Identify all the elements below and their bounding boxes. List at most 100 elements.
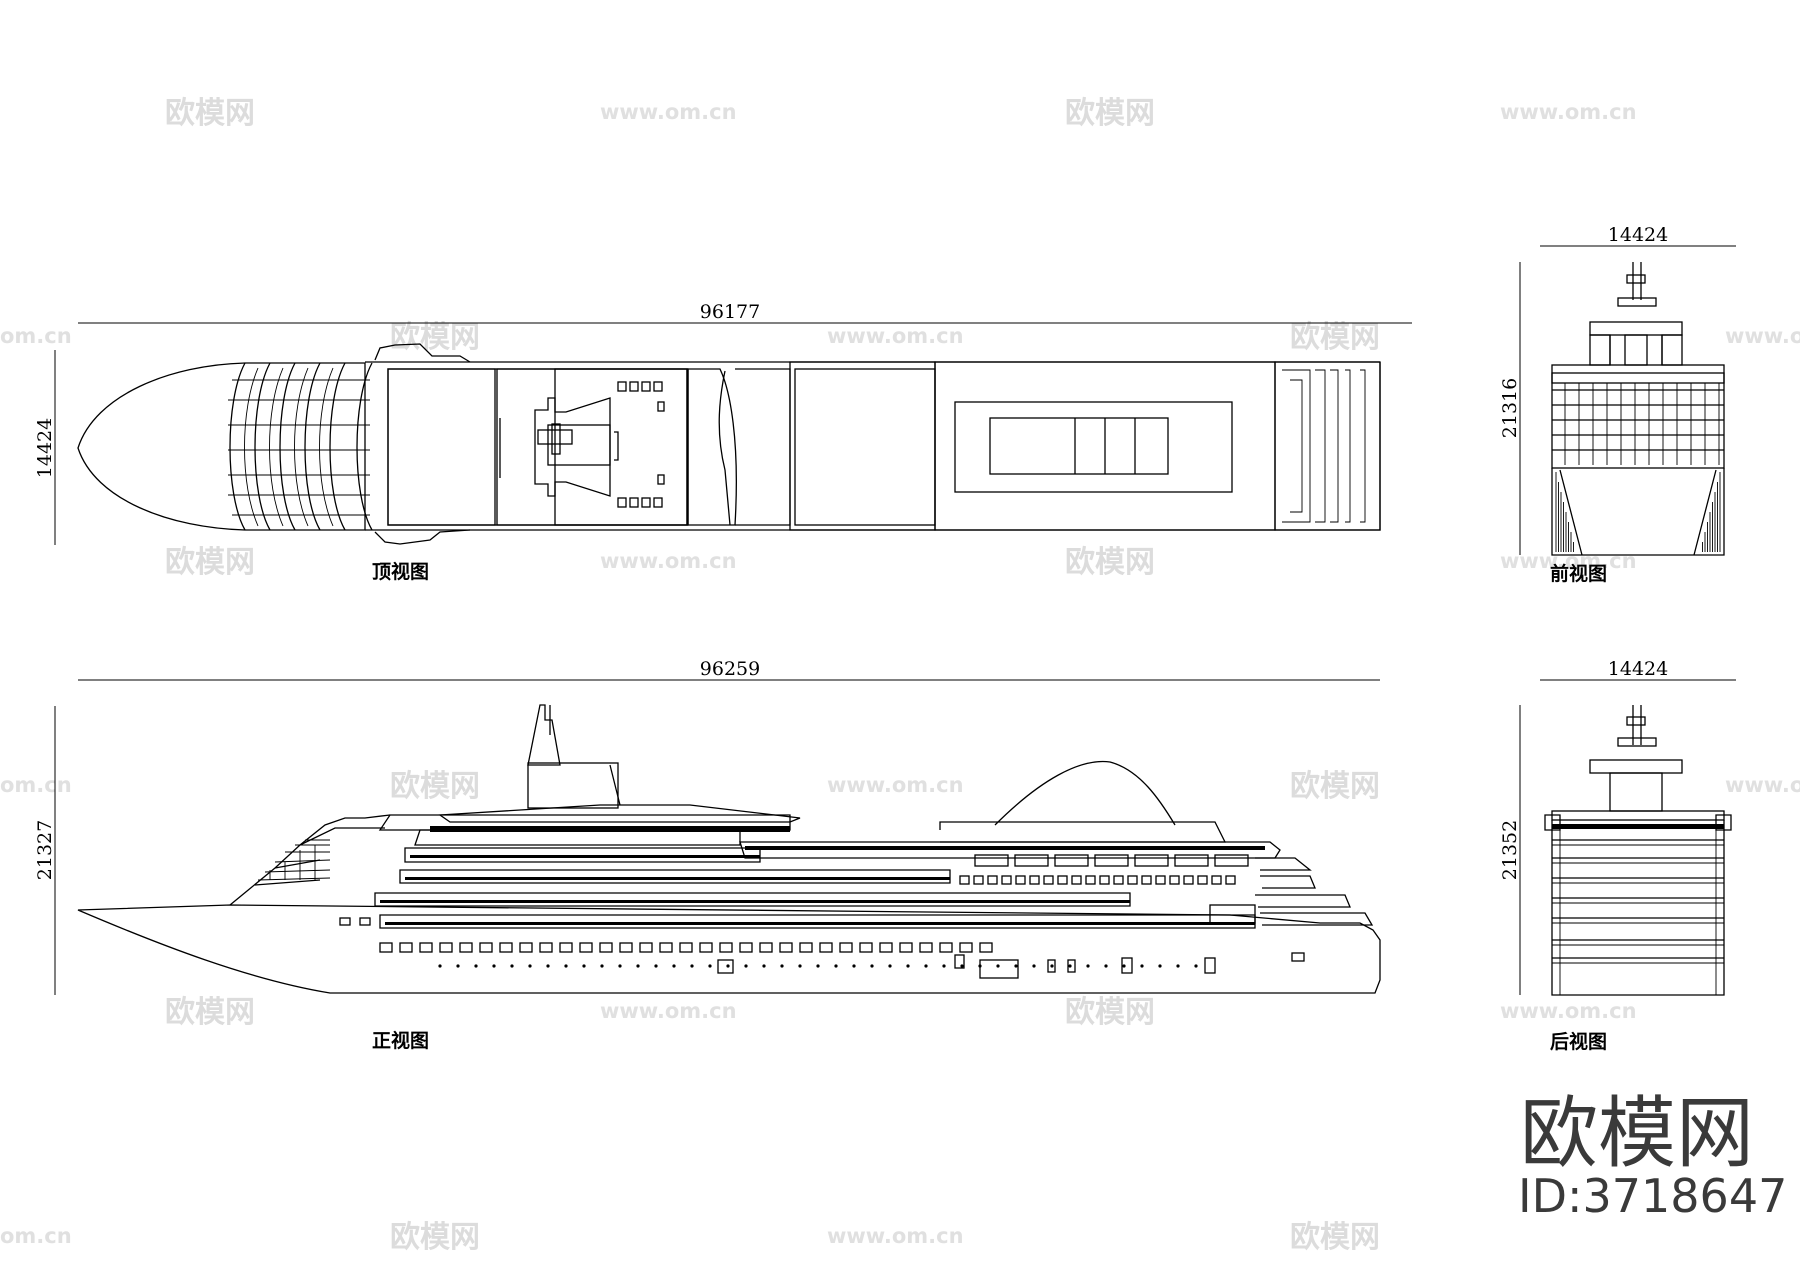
deck-block [387, 368, 496, 526]
window [1001, 875, 1012, 885]
window-blocks [617, 381, 665, 508]
watermark-logo: 欧模网 [165, 995, 255, 1030]
hull-opening [954, 954, 965, 969]
porthole [474, 964, 478, 968]
aft-step [1260, 875, 1316, 889]
window [719, 942, 733, 953]
window [599, 942, 613, 953]
railing-dark [405, 877, 950, 880]
porthole [1194, 964, 1198, 968]
window [399, 942, 413, 953]
watermark-url: www.om.cn [600, 100, 737, 124]
brand-id-text: ID:3718647 [1518, 1169, 1787, 1223]
hull-opening [717, 959, 734, 974]
porthole [924, 964, 928, 968]
front-view: 14424 21316 前视图 [1499, 224, 1736, 585]
height-dimension-text: 21327 [34, 820, 56, 880]
watermark-url: www.om.cn [1500, 549, 1637, 573]
porthole [960, 964, 964, 968]
watermark-logo: 欧模网 [390, 320, 480, 355]
bridge-top [1589, 321, 1683, 336]
watermark-logo: 欧模网 [165, 545, 255, 580]
funnel-top [534, 397, 611, 497]
watermark-logo: 欧模网 [390, 1220, 480, 1255]
railing-dark [1552, 824, 1724, 829]
mast [1632, 262, 1642, 300]
bow-bridge-wing [374, 529, 471, 545]
window [499, 942, 513, 953]
mast [527, 704, 561, 766]
hull-opening [1067, 959, 1076, 973]
window [839, 942, 853, 953]
window [899, 942, 913, 953]
porthole [834, 964, 838, 968]
window [1014, 854, 1049, 867]
bridge-deck [496, 368, 688, 526]
mast-crossbar [1617, 737, 1657, 747]
window [987, 875, 998, 885]
window [1085, 875, 1096, 885]
porthole [690, 964, 694, 968]
watermark-logo: 欧模网 [165, 96, 255, 131]
side-view: 96259 21327 [34, 658, 1381, 1052]
pool-area [989, 417, 1169, 475]
window [1169, 875, 1180, 885]
forward-superstructure-grid [228, 362, 373, 531]
porthole [1140, 964, 1144, 968]
railing-dark [385, 922, 1255, 925]
window [859, 942, 873, 953]
porthole [906, 964, 910, 968]
watermark-url: www.om.cn [1500, 100, 1637, 124]
mast-base [537, 429, 573, 445]
deck-block [387, 368, 689, 526]
watermark-url: www.om.cn [827, 1224, 964, 1248]
funnel-center [547, 424, 611, 466]
curved-line [718, 370, 731, 526]
porthole [996, 964, 1000, 968]
width-dimension-text: 14424 [1608, 658, 1668, 680]
window [759, 942, 773, 953]
window [1127, 875, 1138, 885]
window [439, 942, 453, 953]
watermark-logo: 欧模网 [1065, 545, 1155, 580]
funnel [609, 764, 621, 806]
bridge-wing [1589, 334, 1611, 366]
aft-step [1260, 912, 1374, 926]
mast-crossbar [1617, 297, 1657, 307]
hull-opening [1121, 957, 1133, 974]
watermark-url: www.om.cn [827, 324, 964, 348]
watermark-url: www.om.cn [600, 999, 737, 1023]
watermark-logo: 欧模网 [390, 769, 480, 804]
rear-view: 14424 21352 后视图 [1499, 658, 1736, 1053]
window [1099, 875, 1110, 885]
window [679, 942, 693, 953]
deck-5 [374, 892, 1131, 907]
window-row [974, 854, 1249, 867]
window [459, 942, 473, 953]
funnel [1609, 772, 1663, 812]
window [1015, 875, 1026, 885]
window-row [379, 942, 993, 953]
porthole [798, 964, 802, 968]
window [819, 942, 833, 953]
window [939, 942, 953, 953]
window [579, 942, 593, 953]
watermark-url: om.cn [0, 1224, 72, 1248]
porthole [708, 964, 712, 968]
watermark-url: www.om.cn [827, 773, 964, 797]
hull-outline [77, 362, 366, 531]
view-label-rear: 后视图 [1550, 1030, 1607, 1053]
funnel [1624, 334, 1648, 366]
porthole [852, 964, 856, 968]
mast-base [551, 423, 561, 455]
porthole-row [438, 964, 1198, 968]
window [1094, 854, 1129, 867]
hull-opening [359, 917, 371, 926]
railing-dark [430, 826, 790, 832]
width-dimension-text: 14424 [1608, 224, 1668, 246]
window [1029, 875, 1040, 885]
stern-lines [1282, 369, 1366, 523]
porthole [816, 964, 820, 968]
window-grid [1552, 383, 1724, 465]
